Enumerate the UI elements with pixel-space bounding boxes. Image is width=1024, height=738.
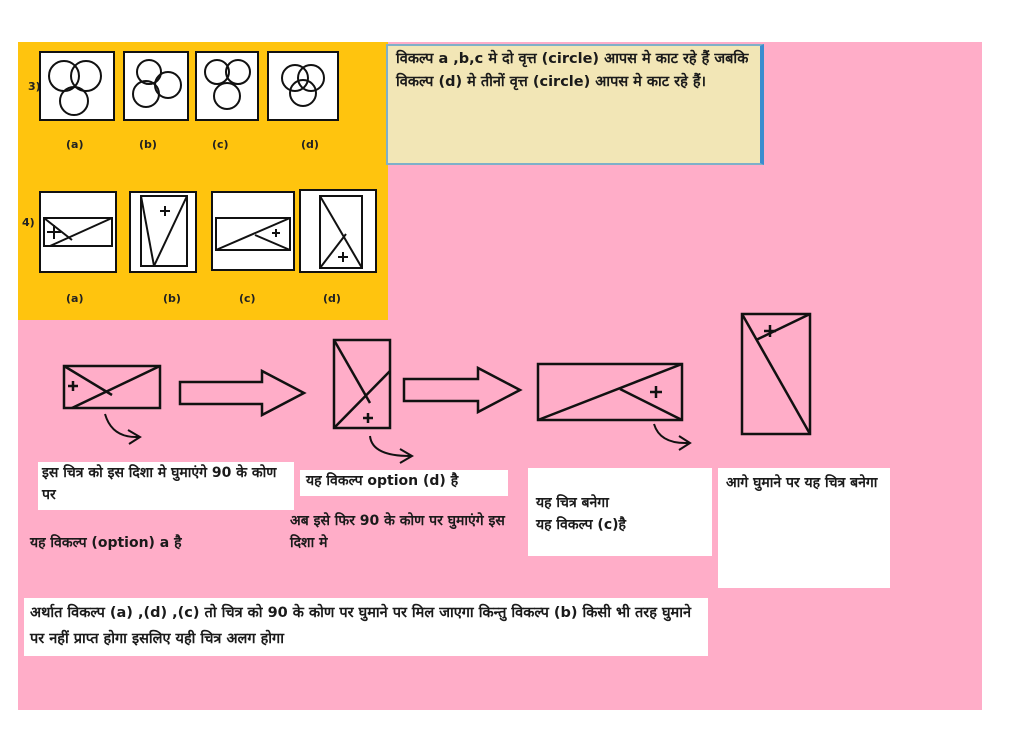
step3-caption: यह चित्र बनेगा यह विकल्प (c)है — [528, 468, 712, 556]
q3-figure-c — [195, 51, 259, 121]
curve-arrow-1-head — [127, 429, 142, 445]
q3-label-b: (b) — [139, 138, 157, 151]
step1-option-text: यह विकल्प (option) a है — [30, 535, 182, 551]
q4-figure-a — [39, 191, 117, 273]
explanation-note: विकल्प a ,b,c मे दो वृत्त (circle) आपस म… — [386, 44, 764, 165]
step2-rotate-text: अब इसे फिर 90 के कोण पर घुमाएंगे इस दिशा… — [290, 513, 505, 551]
q4-label-d: (d) — [323, 292, 341, 305]
step2-text: यह विकल्प option (d) है — [306, 473, 459, 489]
step4-figure — [740, 312, 812, 436]
conclusion-box: अर्थात विकल्प (a) ,(d) ,(c) तो चित्र को … — [24, 598, 708, 656]
curve-arrow-1 — [104, 413, 139, 439]
q4-label-c: (c) — [239, 292, 256, 305]
step2-caption: यह विकल्प option (d) है — [300, 470, 508, 496]
q3-number: 3) — [28, 80, 41, 93]
q3-figure-a — [39, 51, 115, 121]
conclusion-text: अर्थात विकल्प (a) ,(d) ,(c) तो चित्र को … — [30, 605, 692, 647]
step4-caption: आगे घुमाने पर यह चित्र बनेगा — [718, 468, 890, 588]
big-arrow-2 — [402, 365, 523, 415]
q4-figure-d — [299, 189, 377, 273]
q4-figure-c — [211, 191, 295, 271]
q4-label-b: (b) — [163, 292, 181, 305]
curve-arrow-3 — [653, 423, 689, 445]
q4-figure-b — [129, 191, 197, 273]
curve-arrow-2-head — [399, 448, 414, 464]
q3-figure-b — [123, 51, 189, 121]
curve-arrow-3-head — [678, 435, 692, 451]
q4-number: 4) — [22, 216, 35, 229]
step1-figure — [62, 364, 162, 410]
q3-label-d: (d) — [301, 138, 319, 151]
step4-text: आगे घुमाने पर यह चित्र बनेगा — [726, 475, 878, 491]
curve-arrow-2 — [369, 435, 411, 457]
big-arrow-1 — [178, 368, 307, 418]
step3-text: यह चित्र बनेगा यह विकल्प (c)है — [536, 495, 626, 533]
step2-rotate: अब इसे फिर 90 के कोण पर घुमाएंगे इस दिशा… — [290, 510, 520, 554]
step1-text: इस चित्र को इस दिशा मे घुमाएंगे 90 के को… — [42, 465, 277, 503]
q3-label-c: (c) — [212, 138, 229, 151]
step3-figure — [536, 362, 684, 422]
q3-figure-d — [267, 51, 339, 121]
q4-label-a: (a) — [66, 292, 83, 305]
q3-label-a: (a) — [66, 138, 83, 151]
step1-caption: इस चित्र को इस दिशा मे घुमाएंगे 90 के को… — [38, 462, 294, 510]
explanation-text: विकल्प a ,b,c मे दो वृत्त (circle) आपस म… — [396, 51, 749, 90]
step1-option: यह विकल्प (option) a है — [30, 532, 260, 554]
step2-figure — [332, 338, 392, 430]
